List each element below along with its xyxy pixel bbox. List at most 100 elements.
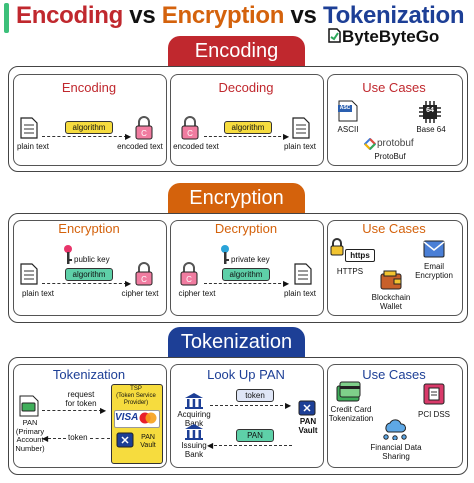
encoding-panel xyxy=(13,74,167,166)
pan-vault-icon xyxy=(116,432,134,448)
encryption-right-label: cipher text xyxy=(121,289,159,298)
arrow-head-icon: ▶ xyxy=(125,279,132,288)
title-tokenization: Tokenization xyxy=(322,2,465,29)
private-key-icon xyxy=(221,245,229,264)
encryption-arrow xyxy=(42,283,127,284)
document-icon xyxy=(292,117,310,139)
arrow-head-icon: ▶ xyxy=(283,279,290,288)
encoding-right-label: encoded text xyxy=(117,142,163,151)
base64-badge: 64 xyxy=(426,107,434,114)
document-icon xyxy=(294,263,312,285)
visa-logo: VISA xyxy=(115,412,139,423)
encoding-use-cases-title: Use Cases xyxy=(362,80,426,95)
encryption-algorithm-pill: algorithm xyxy=(65,268,113,281)
pan-card-icon xyxy=(19,395,39,417)
decryption-left-label: cipher text xyxy=(178,289,216,298)
request-line1: request xyxy=(67,390,95,399)
decoding-left-label: encoded text xyxy=(173,142,219,151)
wallet-label-line1: Blockchain xyxy=(371,293,411,302)
token-arrow-left xyxy=(48,438,66,439)
base64-label: Base 64 xyxy=(416,125,446,134)
arrow-head-left-icon: ◀ xyxy=(42,434,49,443)
public-key-label: public key xyxy=(74,255,110,264)
tsp-line2: (Token Service xyxy=(116,393,156,399)
encryption-panel-title: Encryption xyxy=(58,221,120,236)
lookup-vault-line1: PAN xyxy=(299,417,317,426)
tsp-vault-line1: PAN xyxy=(141,434,155,441)
lookup-token-pill: token xyxy=(236,389,274,402)
arrow-head-icon: ▶ xyxy=(283,132,290,141)
financial-data-line2: Sharing xyxy=(382,452,410,461)
ascii-badge: ASC xyxy=(339,105,351,111)
encryption-use-cases-title: Use Cases xyxy=(362,221,426,236)
encryption-left-label: plain text xyxy=(21,289,55,298)
lookup-pan-pill: PAN xyxy=(236,429,274,442)
encoding-left-label: plain text xyxy=(16,142,50,151)
decryption-arrow xyxy=(204,283,286,284)
tsp-line1: TSP xyxy=(130,386,142,392)
email-label-line2: Encryption xyxy=(415,271,453,280)
base64-chip-icon xyxy=(419,101,441,123)
title-encryption: Encryption xyxy=(161,2,285,29)
svg-text:C: C xyxy=(141,275,147,284)
encoded-file-icon: C xyxy=(181,116,199,140)
pci-dss-label: PCI DSS xyxy=(417,410,450,419)
svg-text:C: C xyxy=(186,275,192,284)
email-envelope-icon xyxy=(423,240,445,258)
decoding-arrow xyxy=(204,136,286,137)
protobuf-logo-icon xyxy=(364,138,376,150)
document-icon xyxy=(20,117,38,139)
encoding-panel-title: Encoding xyxy=(61,80,117,95)
pan-line4: Number) xyxy=(15,443,45,453)
wallet-icon xyxy=(380,270,402,290)
encoding-header: Encoding xyxy=(168,36,305,66)
title-vs-2: vs xyxy=(284,2,323,29)
request-line2: for token xyxy=(65,399,97,408)
encryption-use-cases-panel xyxy=(327,220,463,316)
lookup-pan-panel xyxy=(170,364,324,468)
decoding-panel-title: Decoding xyxy=(218,80,274,95)
protobuf-logo-text: protobuf xyxy=(377,138,414,149)
acquiring-line2: Bank xyxy=(184,418,204,428)
ascii-file-icon xyxy=(338,100,358,122)
document-icon xyxy=(20,263,38,285)
brand-name: ByteByteGo xyxy=(342,27,440,46)
lookup-pan-arrow xyxy=(214,445,292,446)
tokenization-panel-title: Tokenization xyxy=(52,367,126,382)
pci-dss-icon xyxy=(423,383,445,405)
arrow-head-icon: ▶ xyxy=(285,401,292,410)
cipher-file-icon: C xyxy=(180,262,198,286)
token-arrow-right xyxy=(90,438,110,439)
financial-data-sharing-icon xyxy=(383,419,407,440)
decryption-algorithm-pill: algorithm xyxy=(222,268,270,281)
acquiring-line1: Acquiring xyxy=(177,410,211,419)
arrow-head-left-icon: ◀ xyxy=(207,441,214,450)
pan-vault-icon xyxy=(298,400,316,416)
svg-text:C: C xyxy=(141,129,147,138)
https-badge: https xyxy=(345,249,375,262)
tokenization-use-cases-panel xyxy=(327,364,463,468)
email-label-line1: Email xyxy=(423,262,444,271)
tsp-line3: Provider) xyxy=(123,400,149,406)
arrow-head-icon: ▶ xyxy=(125,132,132,141)
issuing-line1: Issuing xyxy=(181,441,207,450)
tokenization-header: Tokenization xyxy=(168,327,305,357)
issuing-bank-icon xyxy=(185,424,203,440)
token-return-label: token xyxy=(68,433,88,442)
encryption-header: Encryption xyxy=(168,183,305,213)
arrow-head-icon: ▶ xyxy=(100,406,107,415)
encoding-algorithm-pill: algorithm xyxy=(65,121,113,134)
credit-card-line1: Credit Card xyxy=(330,405,372,414)
title-vs-1: vs xyxy=(122,2,162,29)
decryption-right-label: plain text xyxy=(283,289,317,298)
lookup-token-arrow xyxy=(210,405,288,406)
tokenization-use-cases-title: Use Cases xyxy=(362,367,426,382)
decryption-panel-title: Decryption xyxy=(214,221,278,236)
bytebytego-logo-icon xyxy=(328,28,341,43)
